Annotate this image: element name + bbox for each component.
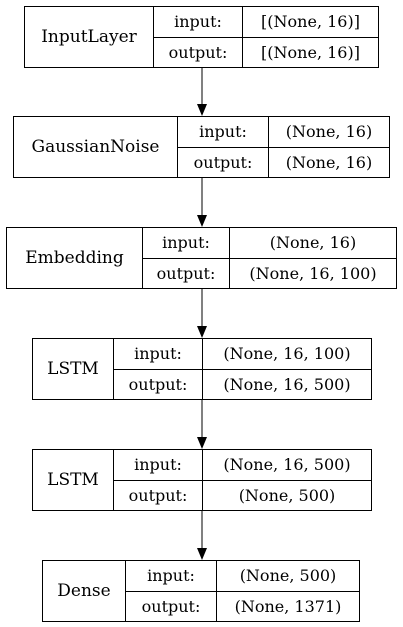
input-shape: (None, 16, 500) xyxy=(223,455,351,475)
layer-name: GaussianNoise xyxy=(14,117,178,177)
layer-io-table: input: (None, 500) output: (None, 1371) xyxy=(126,561,359,621)
layer-io-table: input: (None, 16) output: (None, 16) xyxy=(178,117,389,177)
output-shape: (None, 16) xyxy=(285,152,373,172)
output-shape: (None, 1371) xyxy=(234,596,342,616)
input-shape: (None, 16, 100) xyxy=(223,344,351,364)
output-row: output: [(None, 16)] xyxy=(154,36,378,67)
layer-node-inputlayer[interactable]: InputLayer input: [(None, 16)] output: [… xyxy=(24,6,379,68)
input-row: input: (None, 16) xyxy=(178,117,389,147)
output-row: output: (None, 16, 500) xyxy=(114,368,371,399)
layer-name: LSTM xyxy=(33,450,114,510)
layer-io-table: input: (None, 16, 100) output: (None, 16… xyxy=(114,339,371,399)
output-label: output: xyxy=(178,147,269,177)
output-label: output: xyxy=(143,258,230,288)
input-row: input: (None, 16) xyxy=(143,228,396,258)
layer-name: Embedding xyxy=(7,228,143,288)
input-row: input: (None, 500) xyxy=(126,561,359,591)
input-row: input: [(None, 16)] xyxy=(154,7,378,37)
input-label: input: xyxy=(154,7,243,37)
edge-lstm-1-to-lstm-2 xyxy=(197,400,207,449)
layer-io-table: input: [(None, 16)] output: [(None, 16)] xyxy=(154,7,378,67)
output-label: output: xyxy=(126,591,217,621)
layer-name: InputLayer xyxy=(25,7,154,67)
layer-io-table: input: (None, 16, 500) output: (None, 50… xyxy=(114,450,371,510)
output-label: output: xyxy=(154,37,243,67)
layer-io-table: input: (None, 16) output: (None, 16, 100… xyxy=(143,228,396,288)
output-label: output: xyxy=(114,480,203,510)
input-row: input: (None, 16, 100) xyxy=(114,339,371,369)
edge-lstm-2-to-dense xyxy=(197,511,207,560)
input-label: input: xyxy=(178,117,269,147)
edge-gaussiannoise-to-embedding xyxy=(197,178,207,227)
input-label: input: xyxy=(114,339,203,369)
output-label: output: xyxy=(114,369,203,399)
layer-node-lstm-1[interactable]: LSTM input: (None, 16, 100) output: (Non… xyxy=(32,338,372,400)
input-label: input: xyxy=(114,450,203,480)
input-shape: (None, 500) xyxy=(239,566,337,586)
output-row: output: (None, 1371) xyxy=(126,590,359,621)
output-row: output: (None, 16) xyxy=(178,146,389,177)
layer-node-lstm-2[interactable]: LSTM input: (None, 16, 500) output: (Non… xyxy=(32,449,372,511)
output-shape: (None, 16, 100) xyxy=(249,263,377,283)
output-row: output: (None, 500) xyxy=(114,479,371,510)
layer-name: LSTM xyxy=(33,339,114,399)
output-shape: (None, 16, 500) xyxy=(223,374,351,394)
input-label: input: xyxy=(143,228,230,258)
output-shape: (None, 500) xyxy=(238,485,336,505)
edge-embedding-to-lstm-1 xyxy=(197,289,207,338)
input-shape: (None, 16) xyxy=(285,122,373,142)
input-label: input: xyxy=(126,561,217,591)
output-shape: [(None, 16)] xyxy=(261,42,360,62)
input-shape: [(None, 16)] xyxy=(261,12,360,32)
layer-node-embedding[interactable]: Embedding input: (None, 16) output: (Non… xyxy=(6,227,397,289)
layer-node-dense[interactable]: Dense input: (None, 500) output: (None, … xyxy=(42,560,360,622)
input-row: input: (None, 16, 500) xyxy=(114,450,371,480)
layer-node-gaussiannoise[interactable]: GaussianNoise input: (None, 16) output: … xyxy=(13,116,390,178)
output-row: output: (None, 16, 100) xyxy=(143,257,396,288)
input-shape: (None, 16) xyxy=(269,233,357,253)
edge-input-to-gaussiannoise xyxy=(197,68,207,116)
layer-name: Dense xyxy=(43,561,126,621)
